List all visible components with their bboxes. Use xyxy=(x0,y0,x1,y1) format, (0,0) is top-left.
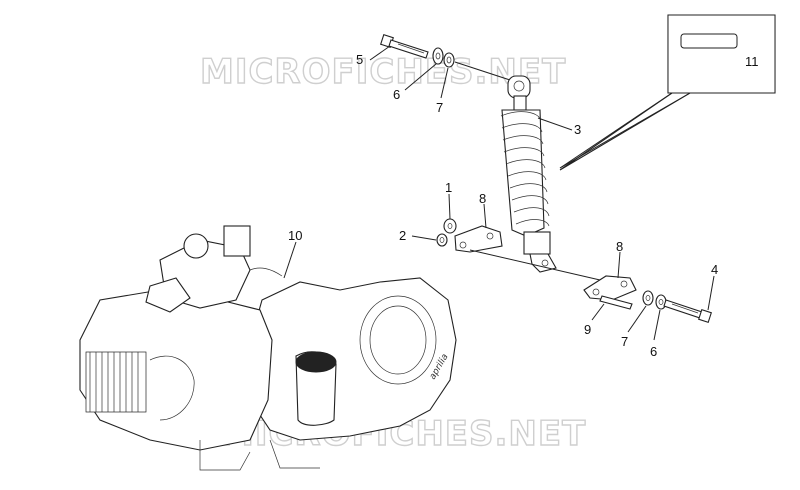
washer-6-right-icon xyxy=(655,294,667,310)
washer-6-icon xyxy=(432,47,444,65)
callout-7-top: 7 xyxy=(436,100,443,115)
washer-2-icon xyxy=(436,233,448,247)
callout-7-right: 7 xyxy=(621,334,628,349)
callout-5: 5 xyxy=(356,52,363,67)
engine-icon: aprilia xyxy=(79,225,457,471)
callout-9: 9 xyxy=(584,322,591,337)
inset-label-box xyxy=(559,14,776,171)
bolt-9-icon xyxy=(599,295,633,310)
washer-7-right-icon xyxy=(642,290,654,306)
bolt-5-icon xyxy=(380,34,429,59)
callout-6-top: 6 xyxy=(393,87,400,102)
nut-1-icon xyxy=(443,218,457,234)
shock-absorber-icon xyxy=(500,75,557,273)
callout-8-right: 8 xyxy=(616,239,623,254)
callout-3: 3 xyxy=(574,122,581,137)
callout-6-right: 6 xyxy=(650,344,657,359)
callout-labels: 5 6 7 3 11 1 2 8 8 4 9 7 6 10 xyxy=(288,52,759,359)
callout-1: 1 xyxy=(445,180,452,195)
callout-2: 2 xyxy=(399,228,406,243)
bolt-4-icon xyxy=(663,299,712,323)
bracket-8-left-icon xyxy=(454,225,503,253)
bracket-8-right-icon xyxy=(583,275,637,301)
callout-11: 11 xyxy=(745,54,759,69)
watermark-top: MICROFICHES.NET xyxy=(200,52,566,92)
callout-4: 4 xyxy=(711,262,718,277)
callout-8-left: 8 xyxy=(479,191,486,206)
callout-10: 10 xyxy=(288,228,302,243)
washer-7-icon xyxy=(443,52,455,68)
leader-lines xyxy=(283,45,715,341)
